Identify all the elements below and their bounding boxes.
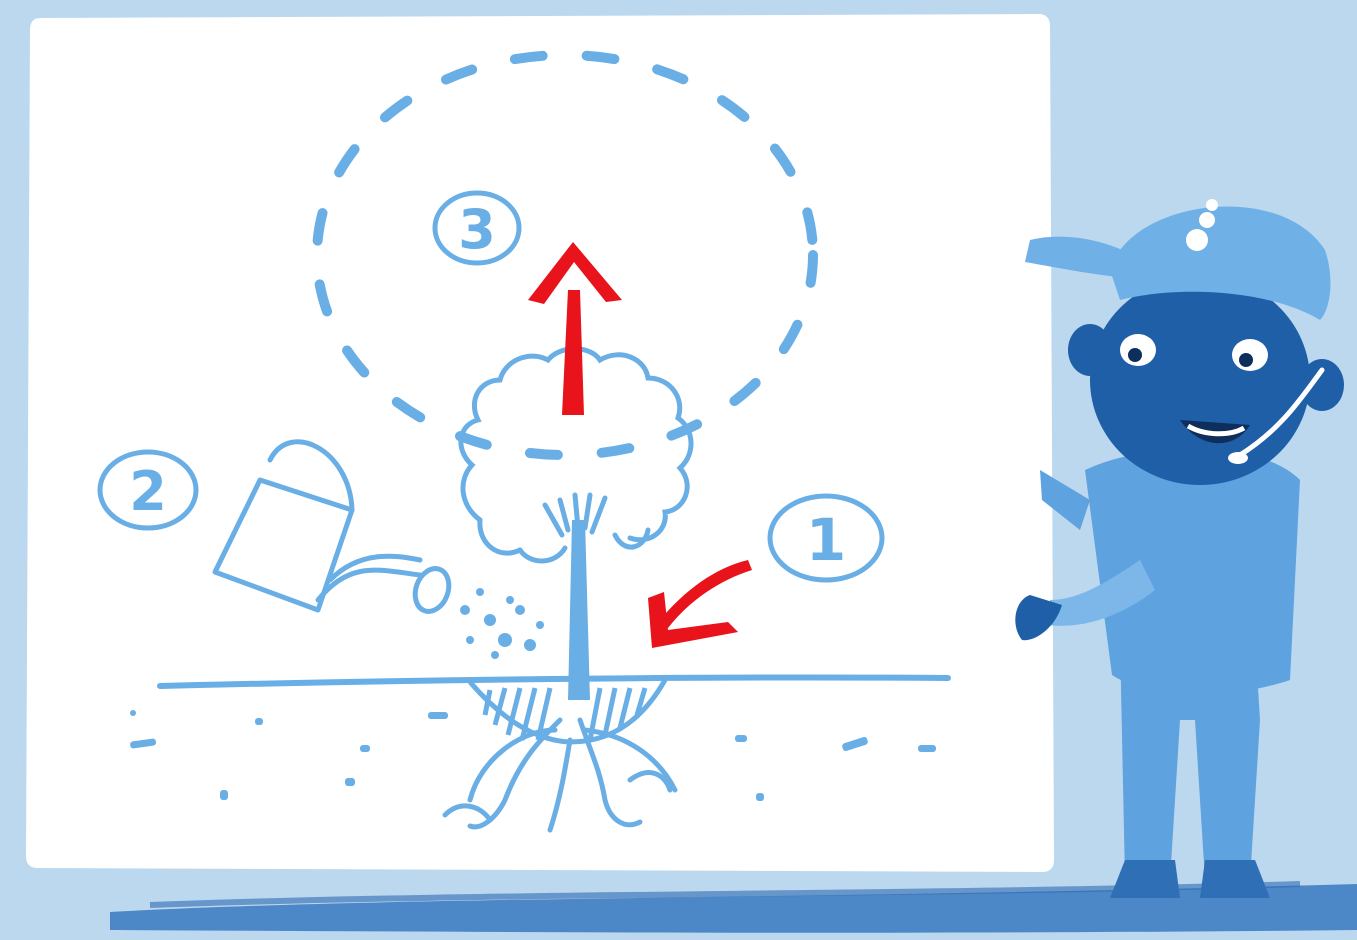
step-2-label: 2 <box>129 460 167 523</box>
step-3-label: 3 <box>458 198 496 261</box>
step-1-label: 1 <box>806 506 846 574</box>
